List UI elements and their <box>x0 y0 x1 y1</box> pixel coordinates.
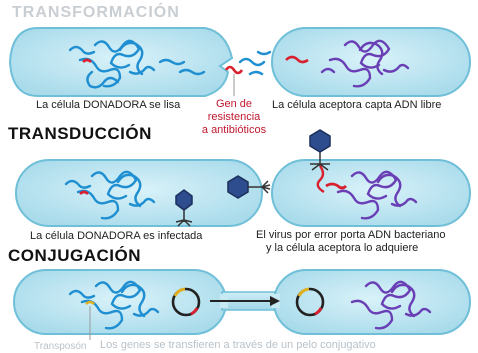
acceptor-dna-cluster-1 <box>320 39 410 88</box>
acceptor-cell-1 <box>271 27 471 97</box>
acceptor-dna-cluster-2 <box>336 170 418 220</box>
donor-cell-lysed <box>8 27 234 97</box>
injected-dna <box>316 165 325 194</box>
bacteriophage-icon <box>309 129 331 171</box>
resistance-gene-donor-2 <box>79 190 89 195</box>
caption-virus-carries-line2: y la célula aceptora lo adquiere <box>266 242 419 254</box>
caption-resistance-gene-line1: Gen de <box>215 98 253 110</box>
caption-resistance-gene-line2: resistencia <box>207 111 261 123</box>
section-title-conjugation: CONJUGACIÓN <box>8 246 142 265</box>
section-title-transformation: TRANSFORMACIÓN <box>12 4 180 21</box>
bacteriophage-icon <box>227 175 271 199</box>
resistance-gene-acceptor-2 <box>325 182 347 190</box>
caption-resistance-gene-line3: a antibióticos <box>201 124 267 136</box>
acceptor-dna-cluster-3 <box>350 280 432 330</box>
caption-virus-carries-line1: El virus por error porta ADN bacteriano <box>256 229 446 241</box>
caption-transposon: Transposón <box>34 341 87 352</box>
caption-donor-infected: La célula DONADORA es infectada <box>30 230 203 242</box>
plasmid-ring-icon <box>295 287 325 317</box>
resistance-gene-acceptor-1 <box>285 55 309 64</box>
resistance-gene-free <box>224 65 244 75</box>
caption-acceptor-captures: La célula aceptora capta ADN libre <box>272 99 442 111</box>
donor-cell-infected <box>15 159 263 227</box>
section-title-transduction: TRANSDUCCIÓN <box>8 124 152 143</box>
caption-conjugation-description: Los genes se transfieren a través de un … <box>100 339 376 351</box>
donor-dna-cluster-1 <box>68 39 156 89</box>
caption-donor-lysed: La célula DONADORA se lisa <box>36 99 181 111</box>
right-arrow-icon <box>210 296 280 306</box>
bacteriophage-icon <box>175 189 193 227</box>
free-dna-fragments <box>158 50 272 76</box>
caption-resistance-gene: Gen de resistencia a antibióticos <box>200 98 268 137</box>
donor-dna-cluster-2 <box>64 170 156 220</box>
resistance-gene-donor-1 <box>82 58 92 63</box>
acceptor-cell-conjugation <box>273 269 471 335</box>
transposon-marker <box>85 300 95 305</box>
plasmid-ring-icon <box>171 287 201 317</box>
